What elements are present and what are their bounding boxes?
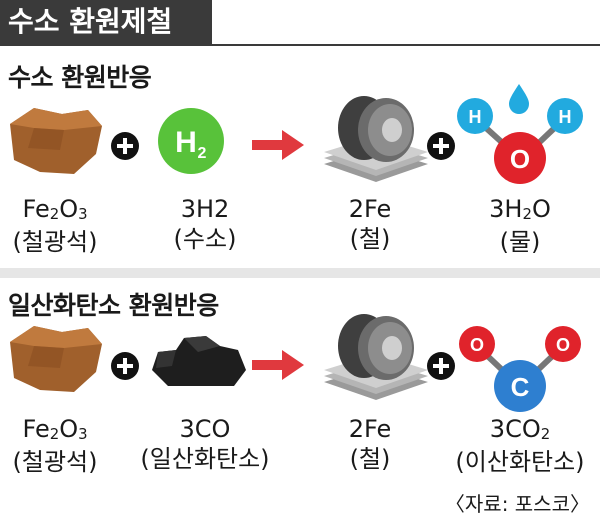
formula-3co2: 3CO2 xyxy=(489,415,551,444)
o-atom-label: O xyxy=(556,335,570,355)
h-atom-label: H xyxy=(469,107,482,127)
title-underline xyxy=(0,44,600,46)
hydrogen-molecule-icon: H 2 xyxy=(158,108,224,174)
formula-2fe: 2Fe xyxy=(348,415,392,443)
name-water: (물) xyxy=(499,228,541,256)
plus-icon xyxy=(111,352,139,380)
label-iron: 2Fe (철) xyxy=(305,414,435,474)
coal-icon xyxy=(152,336,246,386)
o-atom-label: O xyxy=(470,335,484,355)
hydrogen-subscript: 2 xyxy=(198,145,207,162)
label-water: 3H2O (물) xyxy=(455,194,585,257)
section-heading-hydrogen: 수소 환원반응 xyxy=(8,63,152,92)
arrow-right-icon xyxy=(252,130,304,160)
source-note: 〈자료: 포스코〉 xyxy=(444,492,590,516)
formula-fe2o3: Fe2O3 xyxy=(22,195,88,224)
name-carbon-monoxide: (일산화탄소) xyxy=(140,445,270,473)
hydrogen-symbol: H xyxy=(175,126,197,159)
label-carbon-monoxide: 3CO (일산화탄소) xyxy=(140,414,270,474)
water-drop-icon xyxy=(509,84,529,114)
label-iron-ore: Fe2O3 (철광석) xyxy=(0,194,120,257)
plus-icon xyxy=(427,352,455,380)
formula-fe2o3: Fe2O3 xyxy=(22,415,88,444)
label-hydrogen: 3H2 (수소) xyxy=(140,194,270,254)
iron-coil-icon xyxy=(324,314,428,400)
o-atom-label: O xyxy=(510,144,530,174)
name-iron: (철) xyxy=(349,445,391,473)
carbon-dioxide-icon: O O C xyxy=(459,326,581,412)
page-title: 수소 환원제철 xyxy=(0,0,212,44)
section-heading-co: 일산화탄소 환원반응 xyxy=(8,291,219,320)
c-atom-label: C xyxy=(511,372,530,402)
label-carbon-dioxide: 3CO2 (이산화탄소) xyxy=(455,414,585,477)
iron-coil-icon xyxy=(324,96,428,182)
name-hydrogen: (수소) xyxy=(173,225,237,253)
formula-3h2o: 3H2O xyxy=(489,195,551,224)
label-iron-ore: Fe2O3 (철광석) xyxy=(0,414,120,477)
name-iron: (철) xyxy=(349,225,391,253)
label-iron: 2Fe (철) xyxy=(305,194,435,254)
formula-2fe: 2Fe xyxy=(348,195,392,223)
iron-ore-icon xyxy=(10,326,102,392)
name-carbon-dioxide: (이산화탄소) xyxy=(455,448,585,476)
plus-icon xyxy=(111,132,139,160)
section-divider xyxy=(0,268,600,278)
iron-ore-icon xyxy=(10,108,102,174)
plus-icon xyxy=(427,132,455,160)
name-iron-ore: (철광석) xyxy=(12,448,98,476)
arrow-right-icon xyxy=(252,350,304,380)
name-iron-ore: (철광석) xyxy=(12,228,98,256)
water-molecule-icon: H H O xyxy=(457,84,583,184)
formula-3co: 3CO xyxy=(179,415,231,443)
h-atom-label: H xyxy=(559,107,572,127)
formula-3h2: 3H2 xyxy=(180,195,230,223)
